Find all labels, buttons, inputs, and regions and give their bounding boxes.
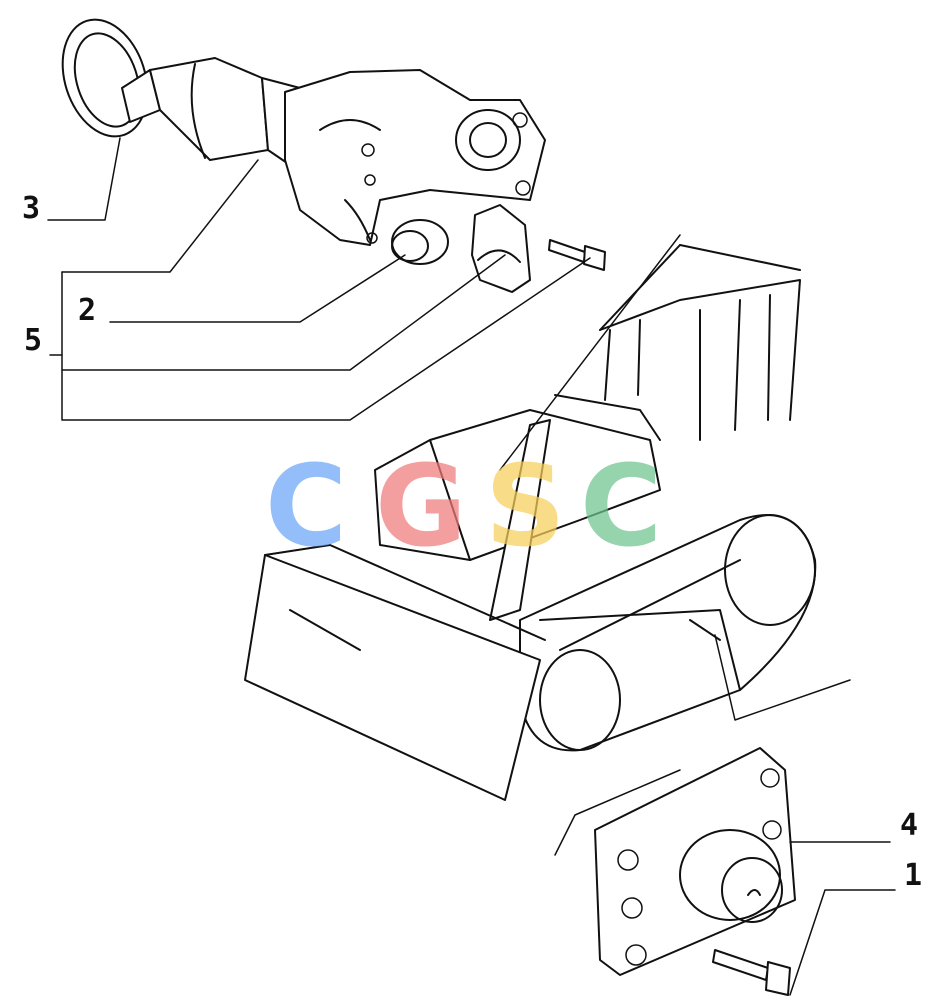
shaft (121, 57, 301, 166)
watermark-letter: G (375, 442, 467, 572)
dozer-blade (244, 544, 546, 801)
leader-lines (47, 137, 896, 996)
half-clamp (471, 204, 531, 293)
bulldozer (244, 244, 817, 801)
watermark-letter: C (580, 442, 662, 572)
steering-column-assembly (61, 18, 606, 293)
callout-3: 3 (22, 191, 40, 226)
mounting-plate-assembly (594, 747, 796, 976)
large-bolt (712, 949, 791, 996)
watermark-letter: S (485, 442, 566, 572)
small-bolt (548, 239, 606, 271)
callout-1: 1 (904, 858, 922, 893)
watermark-letter: C (265, 442, 347, 572)
callout-5: 5 (24, 323, 42, 358)
track (519, 514, 817, 752)
callout-4: 4 (900, 808, 918, 843)
callout-2: 2 (78, 293, 96, 328)
yoke (284, 69, 546, 246)
bushing (391, 219, 449, 265)
